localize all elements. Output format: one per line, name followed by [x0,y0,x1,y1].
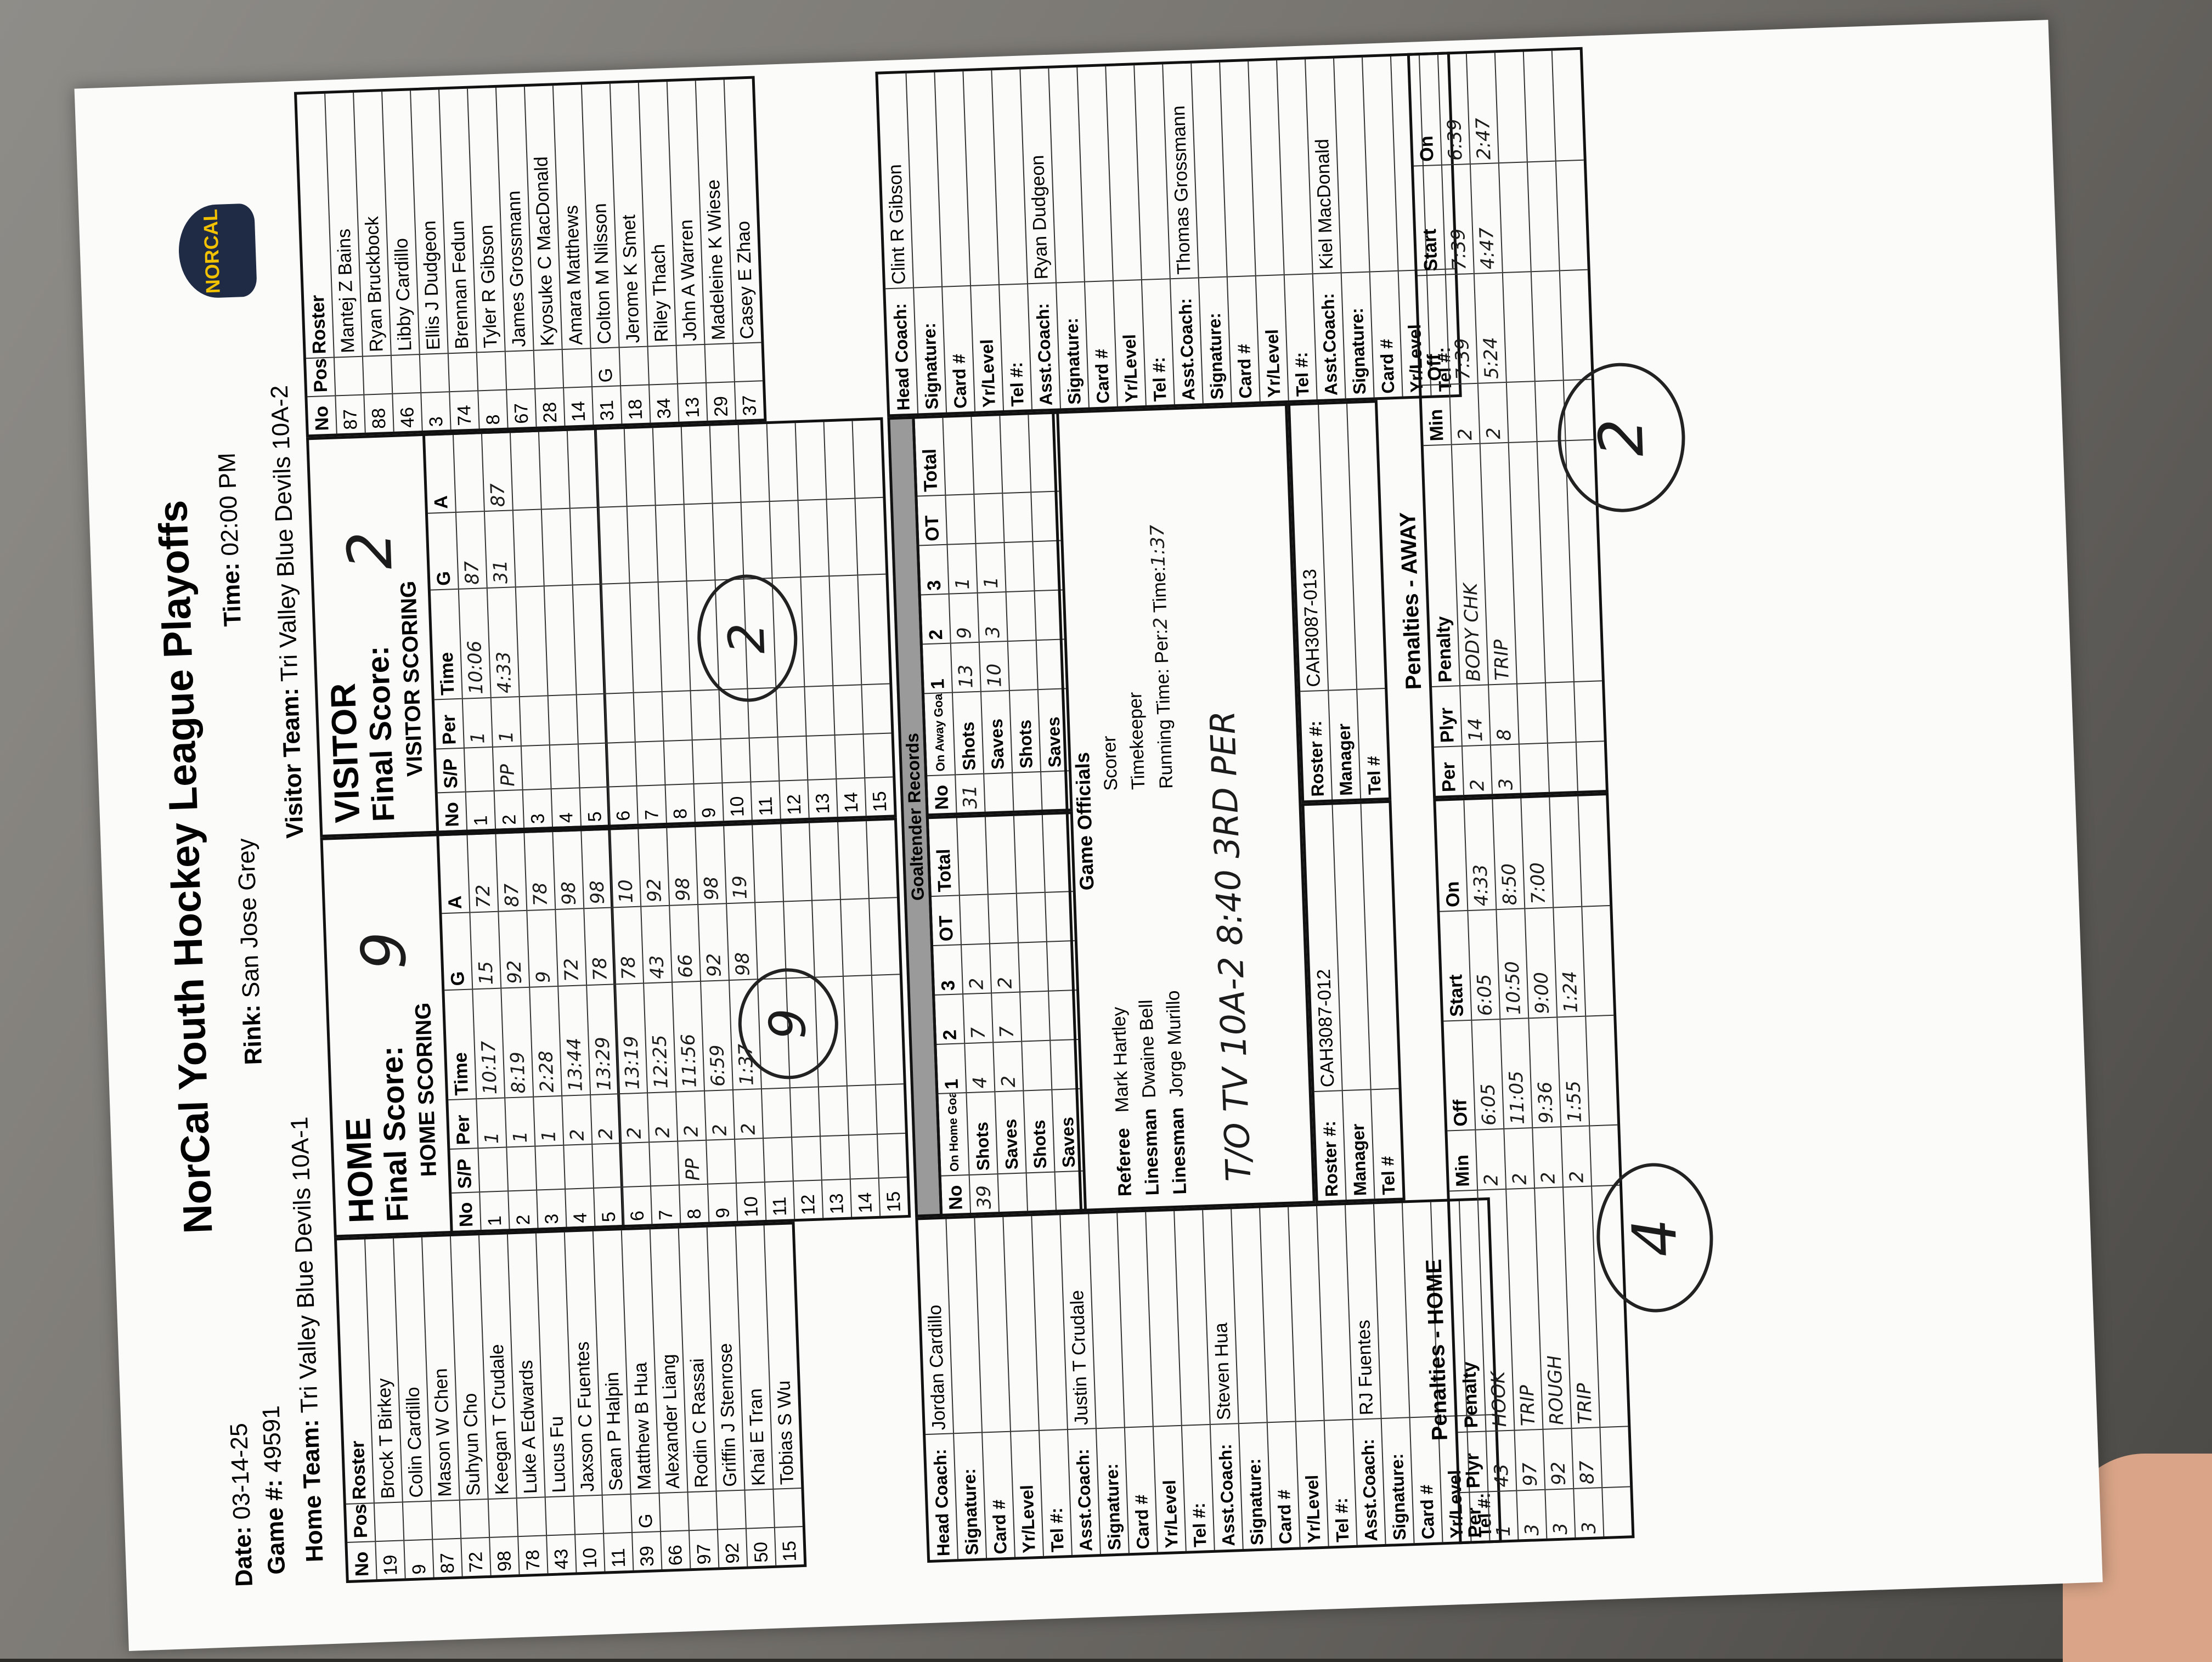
visitor-final-score: 2 [334,530,406,571]
home-manager-table: Roster #:CAH3087-012 Manager Tel # [1301,800,1406,1204]
league-logo: NORCAL [177,203,257,299]
visitor-manager-table: Roster #:CAH3087-013 Manager Tel # [1287,400,1392,804]
scorer-row: Scorer [1098,735,1122,792]
officials-block: Game Officials Referee Mark Hartley Line… [1052,403,1316,1212]
sheet-title: NorCal Youth Hockey League Playoffs [149,499,221,1235]
home-final-score: 9 [348,930,420,971]
scoresheet: NorCal Youth Hockey League Playoffs NORC… [74,20,2103,1652]
running-time-row: Running Time: Per:2 Time:1:37 [1146,524,1177,789]
rink-field: Rink: San Jose Grey [232,838,267,1066]
linesman1-row: Linesman Dwaine Bell [1135,999,1164,1196]
date-field: Date: 03-14-25 [225,1422,258,1587]
home-team-field: Home Team: Tri Valley Blue Devils 10A-1 [286,1116,329,1563]
time-field: Time: 02:00 PM [213,452,246,628]
linesman2-row: Linesman Jorge Murillo [1163,990,1191,1195]
game-field: Game #: 49591 [257,1405,291,1575]
timekeeper-row: Timekeeper [1125,691,1149,790]
referee-row: Referee Mark Hartley [1108,1006,1136,1197]
timeout-note: T/O TV 10A-2 8:40 3RD PER [1202,710,1259,1183]
visitor-penalties-title: Penalties - AWAY [1395,511,1426,690]
visitor-team-field: Visitor Team: Tri Valley Blue Devils 10A… [266,385,309,839]
